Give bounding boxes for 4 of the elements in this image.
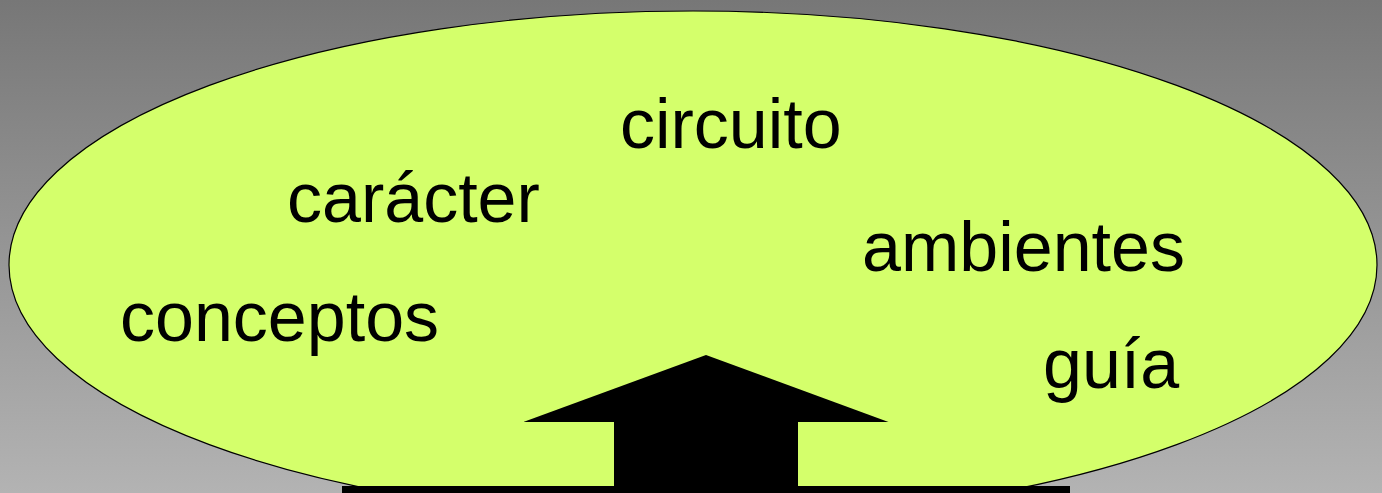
word-label: circuito	[620, 89, 842, 159]
word-label: carácter	[287, 163, 540, 233]
word-label: ambientes	[862, 212, 1185, 282]
block-arrow	[523, 355, 889, 487]
